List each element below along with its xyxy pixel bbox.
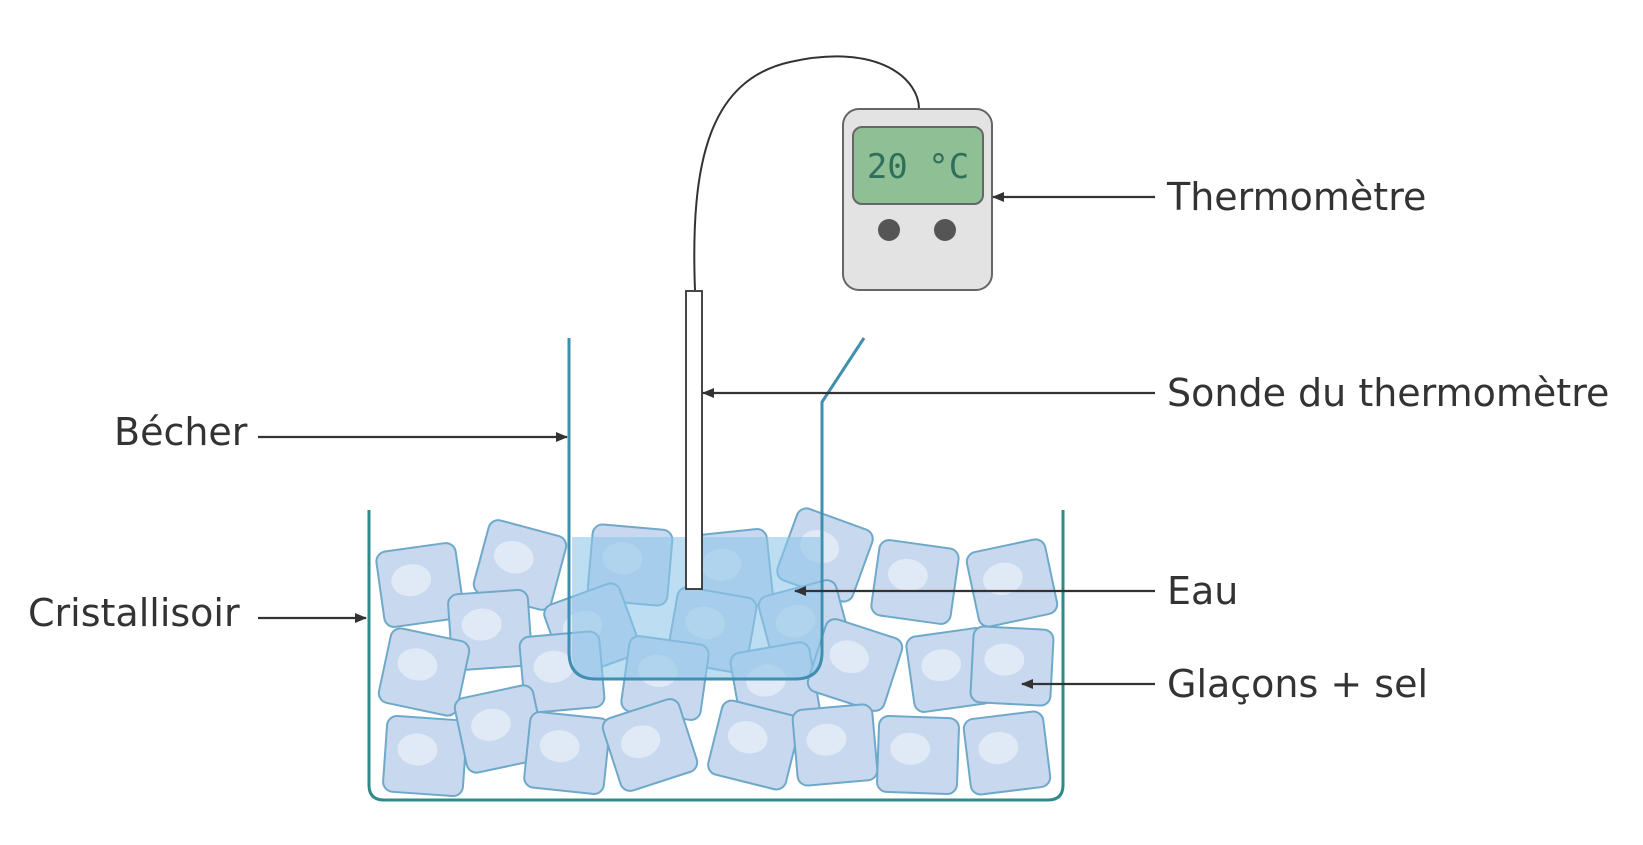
ice-cube: [453, 684, 547, 774]
ice-cube: [601, 698, 699, 792]
ice-cube: [791, 703, 879, 787]
ice-cube: [523, 711, 611, 795]
ice-cube: [965, 538, 1059, 628]
water: [572, 537, 820, 680]
label-water: Eau: [1167, 569, 1238, 613]
label-ice-salt: Glaçons + sel: [1167, 662, 1428, 706]
thermometer-button-right: [934, 219, 956, 241]
label-thermometer: Thermomètre: [1166, 175, 1426, 219]
ice-cube: [876, 714, 960, 796]
thermometer-cable: [693, 55, 921, 291]
label-crystallizer: Cristallisoir: [28, 591, 240, 635]
thermometer-button-left: [878, 219, 900, 241]
crystallizer: [367, 510, 1065, 802]
ice-cube: [375, 542, 465, 628]
thermometer-device: 20 °C: [842, 108, 993, 291]
ice-cube: [377, 627, 471, 717]
thermometer-probe: [685, 290, 703, 590]
ice-cube: [962, 710, 1052, 796]
ice-cube: [707, 699, 801, 791]
ice-cube: [806, 618, 904, 712]
thermometer-screen: [852, 126, 984, 205]
ice-cube: [382, 714, 468, 798]
thermometer-reading: 20 °C: [867, 147, 969, 187]
label-probe: Sonde du thermomètre: [1167, 371, 1609, 415]
beaker: [567, 337, 866, 681]
ice-cube: [472, 519, 568, 611]
ice-cube: [870, 539, 960, 625]
ice-cube: [969, 625, 1055, 707]
label-beaker: Bécher: [114, 410, 248, 454]
